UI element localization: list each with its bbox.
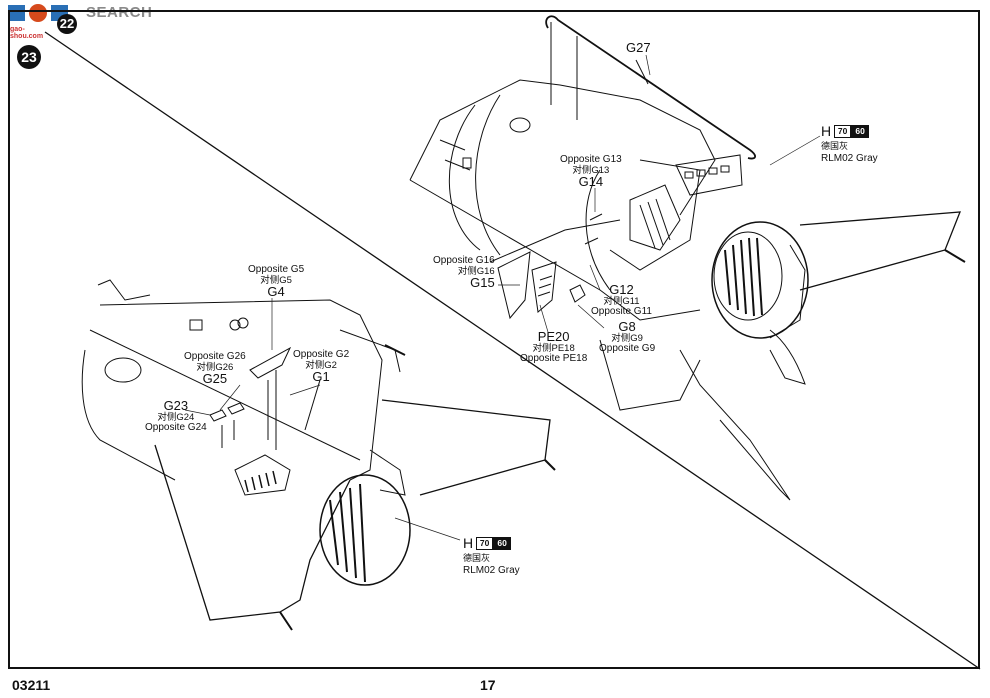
lower-left-wing: [154, 444, 351, 621]
watermark-site: gao-shou.com: [10, 26, 44, 40]
watermark-logo-icon: [8, 4, 68, 22]
lower-right-wing: [381, 399, 551, 496]
label-g15: Opposite G16 对侧G16 G15: [433, 255, 495, 291]
model-number: 03211: [12, 677, 51, 693]
label-g25: Opposite G26 对侧G26 G25: [184, 351, 246, 387]
step-number-badge: 23: [17, 45, 41, 69]
label-g27: G27: [626, 40, 651, 55]
upper-right-wing: [799, 211, 961, 291]
label-g8: G8 对侧G9 Opposite G9: [599, 319, 656, 354]
antenna-rod-g27: [545, 15, 756, 160]
label-g12: G12 对侧G11 Opposite G11: [591, 282, 652, 317]
paint-chip-60: 60: [493, 537, 511, 551]
watermark-brand: SEARCH: [86, 4, 153, 21]
page-frame: [8, 10, 980, 669]
label-g23: G23 对侧G24 Opposite G24: [145, 398, 207, 433]
page-number: 17: [480, 677, 496, 693]
upper-lower-fin: [679, 349, 791, 501]
part-pe20-shape: [531, 261, 557, 313]
label-g14: Opposite G13 对侧G13 G14: [560, 154, 622, 190]
lower-airframe-drawing: [81, 279, 556, 631]
label-g1: Opposite G2 对侧G2 G1: [293, 349, 350, 385]
previous-step-badge: 22: [57, 14, 77, 34]
part-g4-shape: [249, 346, 292, 379]
paint-chip-60: 60: [851, 125, 869, 139]
instrument-panel: [675, 154, 743, 196]
engine-nozzle-upper: [711, 221, 809, 339]
divider-line: [44, 31, 981, 670]
label-pe20: PE20 对侧PE18 Opposite PE18: [520, 329, 588, 364]
part-g15-shape: [497, 251, 531, 320]
paint-chip-70: 70: [833, 125, 852, 139]
paint-chip-70: 70: [475, 537, 494, 551]
engine-nozzle-lower: [319, 474, 411, 586]
label-g4: Opposite G5 对侧G5 G4: [248, 264, 305, 300]
upper-airframe-drawing: [409, 15, 966, 501]
